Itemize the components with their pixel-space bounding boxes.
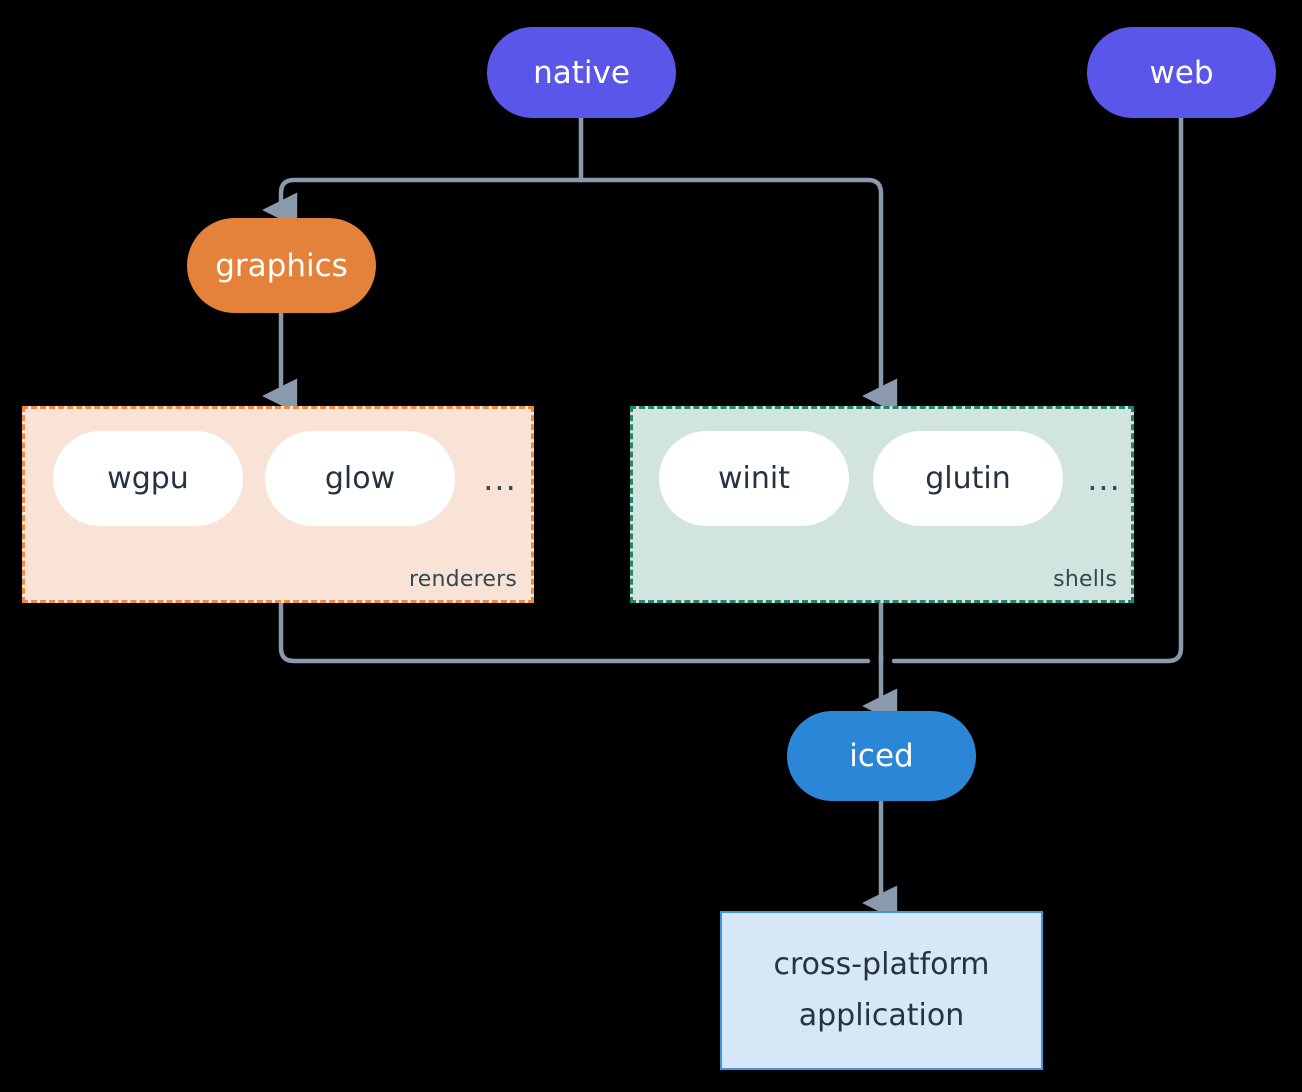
renderers-more-ellipsis: ...: [483, 459, 517, 498]
group-shells-label: shells: [1053, 567, 1117, 592]
node-native-label: native: [533, 54, 630, 91]
chip-glutin[interactable]: glutin: [873, 431, 1063, 526]
chip-winit-label: winit: [718, 461, 790, 496]
chip-glow[interactable]: glow: [265, 431, 455, 526]
chip-glow-label: glow: [324, 461, 396, 496]
node-native[interactable]: native: [487, 27, 676, 118]
node-graphics-label: graphics: [215, 247, 348, 284]
node-iced-label: iced: [849, 738, 914, 774]
edge-native-to-graphics: [262, 177, 584, 228]
chip-wgpu-label: wgpu: [107, 461, 189, 496]
node-graphics[interactable]: graphics: [187, 218, 376, 313]
node-web-label: web: [1149, 54, 1214, 91]
edge-native-to-shells: [578, 177, 898, 414]
chip-winit[interactable]: winit: [659, 431, 849, 526]
shells-more-ellipsis: ...: [1087, 459, 1121, 498]
edge-web-to-iced: [891, 115, 1184, 664]
node-application[interactable]: cross-platform application: [720, 911, 1043, 1070]
node-application-line2: application: [798, 997, 965, 1033]
group-shells: winit glutin ... shells: [630, 406, 1134, 603]
chip-glutin-label: glutin: [925, 461, 1011, 496]
node-application-line1: cross-platform: [773, 947, 990, 983]
node-iced[interactable]: iced: [787, 711, 976, 801]
group-renderers-label: renderers: [409, 567, 517, 592]
group-renderers: wgpu glow ... renderers: [22, 406, 534, 603]
chip-wgpu[interactable]: wgpu: [53, 431, 243, 526]
edge-renderers-to-iced: [278, 600, 871, 664]
node-web[interactable]: web: [1087, 27, 1276, 118]
